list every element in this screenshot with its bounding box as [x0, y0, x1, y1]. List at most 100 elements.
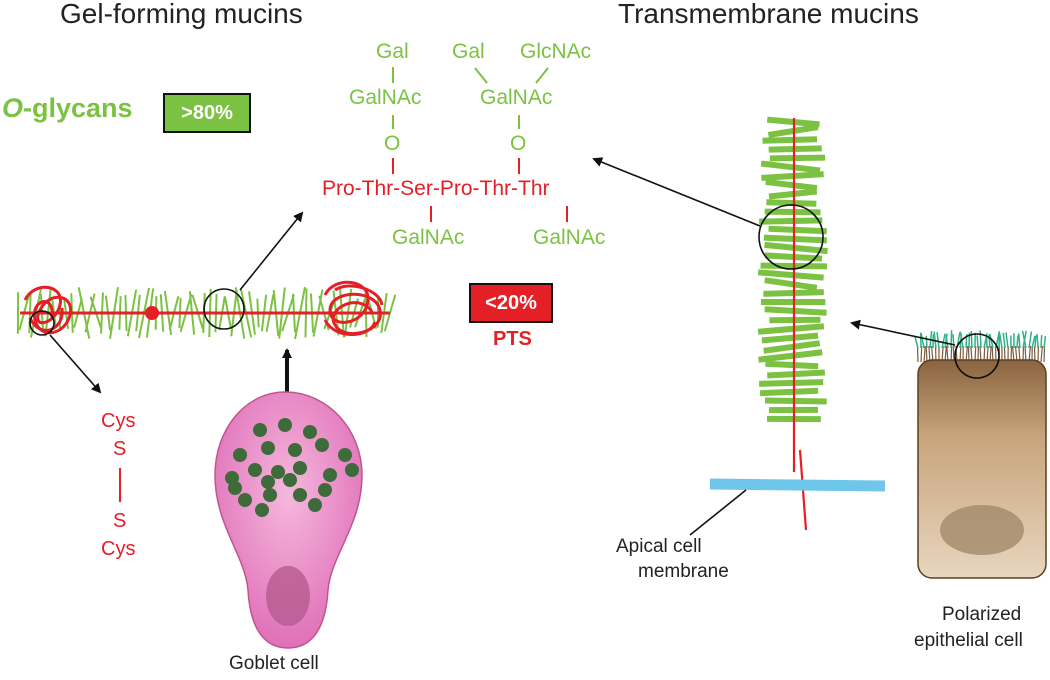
- glycocalyx-strand: [1031, 335, 1036, 349]
- tm-bristle: [757, 269, 824, 281]
- glycocalyx-strand: [989, 333, 994, 349]
- glycocalyx-strand: [925, 335, 928, 349]
- tm-bristle: [764, 306, 827, 316]
- o-glycans-italic: O: [2, 93, 24, 123]
- glycan-galnac-1: GalNAc: [349, 86, 422, 109]
- goblet-cell-nucleus: [266, 566, 310, 626]
- granule: [278, 418, 292, 432]
- tm-bristle: [765, 178, 818, 192]
- glycocalyx-strand: [979, 330, 982, 349]
- granule: [261, 441, 275, 455]
- tm-bristle: [759, 217, 823, 225]
- o-glycans-label: O-glycans: [2, 93, 133, 124]
- disulfide-cys-bottom: Cys: [101, 538, 136, 560]
- granule: [293, 461, 307, 475]
- granule: [318, 483, 332, 497]
- glycan-gal-2: Gal: [452, 40, 485, 63]
- granule: [233, 448, 247, 462]
- glycan-connectors: [392, 67, 549, 129]
- granule: [288, 443, 302, 457]
- granule: [293, 488, 307, 502]
- glycocalyx-strand: [1028, 331, 1033, 349]
- glycan-galnac-4: GalNAc: [533, 226, 606, 249]
- membrane-label-line1: Apical cell: [616, 536, 702, 557]
- glycan-gal-1: Gal: [376, 40, 409, 63]
- glycan-zoom-circle-left: [203, 288, 245, 330]
- epithelial-label-line1: Polarized: [942, 604, 1022, 625]
- o-glycans-rest: -glycans: [23, 93, 133, 123]
- goblet-cell-label: Goblet cell: [229, 653, 319, 674]
- microvillus: [920, 345, 923, 363]
- tm-bristle: [758, 349, 823, 363]
- glycocalyx-strand: [941, 333, 946, 349]
- title-gel-forming-mucins: Gel-forming mucins: [60, 0, 303, 29]
- title-transmembrane-mucins: Transmembrane mucins: [618, 0, 919, 29]
- glycocalyx-strand: [945, 335, 949, 349]
- tm-bristle: [766, 199, 817, 207]
- granule: [255, 503, 269, 517]
- gel-mucin-fiber: [16, 280, 397, 340]
- disulfide-cys-top: Cys: [101, 410, 136, 432]
- granule: [253, 423, 267, 437]
- granule: [283, 473, 297, 487]
- glycan-galnac-3: GalNAc: [392, 226, 465, 249]
- gel-mucin-cys-knot-right: [323, 280, 384, 336]
- epithelial-label-line2: epithelial cell: [914, 630, 1023, 651]
- membrane-label-line2: membrane: [638, 561, 729, 582]
- goblet-granules: [225, 418, 359, 517]
- glycan-galnac-2: GalNAc: [480, 86, 553, 109]
- glycocalyx-strand: [1040, 335, 1043, 349]
- epithelial-glycocalyx: [913, 330, 1047, 349]
- glycocalyx-strand: [936, 332, 940, 349]
- tm-bristle: [764, 397, 827, 405]
- granule: [238, 493, 252, 507]
- cys-zoom-circle: [29, 310, 55, 336]
- cell-zoom-circle: [954, 333, 1000, 379]
- arrow-tm-to-glycan: [592, 157, 761, 227]
- glycan-o-1: O: [384, 132, 401, 155]
- arrow-gel-to-glycan: [239, 211, 304, 291]
- glycocalyx-strand: [976, 335, 979, 349]
- gel-mucin-center-knot: [145, 306, 159, 320]
- microvillus: [1040, 345, 1043, 363]
- granule: [261, 475, 275, 489]
- glycocalyx-strand: [1043, 335, 1047, 349]
- membrane-pointer: [689, 489, 747, 536]
- epithelial-nucleus: [940, 505, 1024, 555]
- glycocalyx-strand: [913, 335, 919, 349]
- tm-bristle: [769, 154, 826, 162]
- granule: [303, 425, 317, 439]
- granule: [323, 468, 337, 482]
- epithelial-cell: [913, 330, 1047, 579]
- glycocalyx-strand: [1034, 335, 1037, 349]
- tm-bristle: [767, 369, 826, 379]
- glycocalyx-strand: [952, 334, 955, 349]
- granule: [263, 488, 277, 502]
- granule: [271, 465, 285, 479]
- tm-bristle: [757, 323, 825, 335]
- granule: [248, 463, 262, 477]
- microvillus: [925, 345, 928, 363]
- granule: [338, 448, 352, 462]
- glycocalyx-strand: [933, 331, 937, 349]
- glycocalyx-strand: [1017, 333, 1021, 349]
- tm-bristle: [762, 136, 818, 144]
- tm-bristle: [760, 160, 821, 174]
- glycocalyx-strand: [1005, 332, 1009, 349]
- microvillus: [1043, 345, 1046, 363]
- tm-bristle: [759, 387, 819, 397]
- glycocalyx-strand: [1021, 330, 1027, 349]
- tm-bristle: [763, 340, 821, 354]
- o-glycans-percent-badge: >80%: [163, 93, 251, 133]
- glycocalyx-strand: [1036, 334, 1039, 349]
- tm-bristle: [761, 171, 824, 181]
- peptide-connectors: [392, 158, 568, 222]
- glycan-o-2: O: [510, 132, 527, 155]
- glycocalyx-strand: [998, 332, 1003, 349]
- tm-bristle: [768, 225, 827, 235]
- glycocalyx-strand: [1002, 332, 1006, 349]
- disulfide-s-top: S: [113, 438, 127, 460]
- granule: [308, 498, 322, 512]
- goblet-cell: [214, 391, 363, 649]
